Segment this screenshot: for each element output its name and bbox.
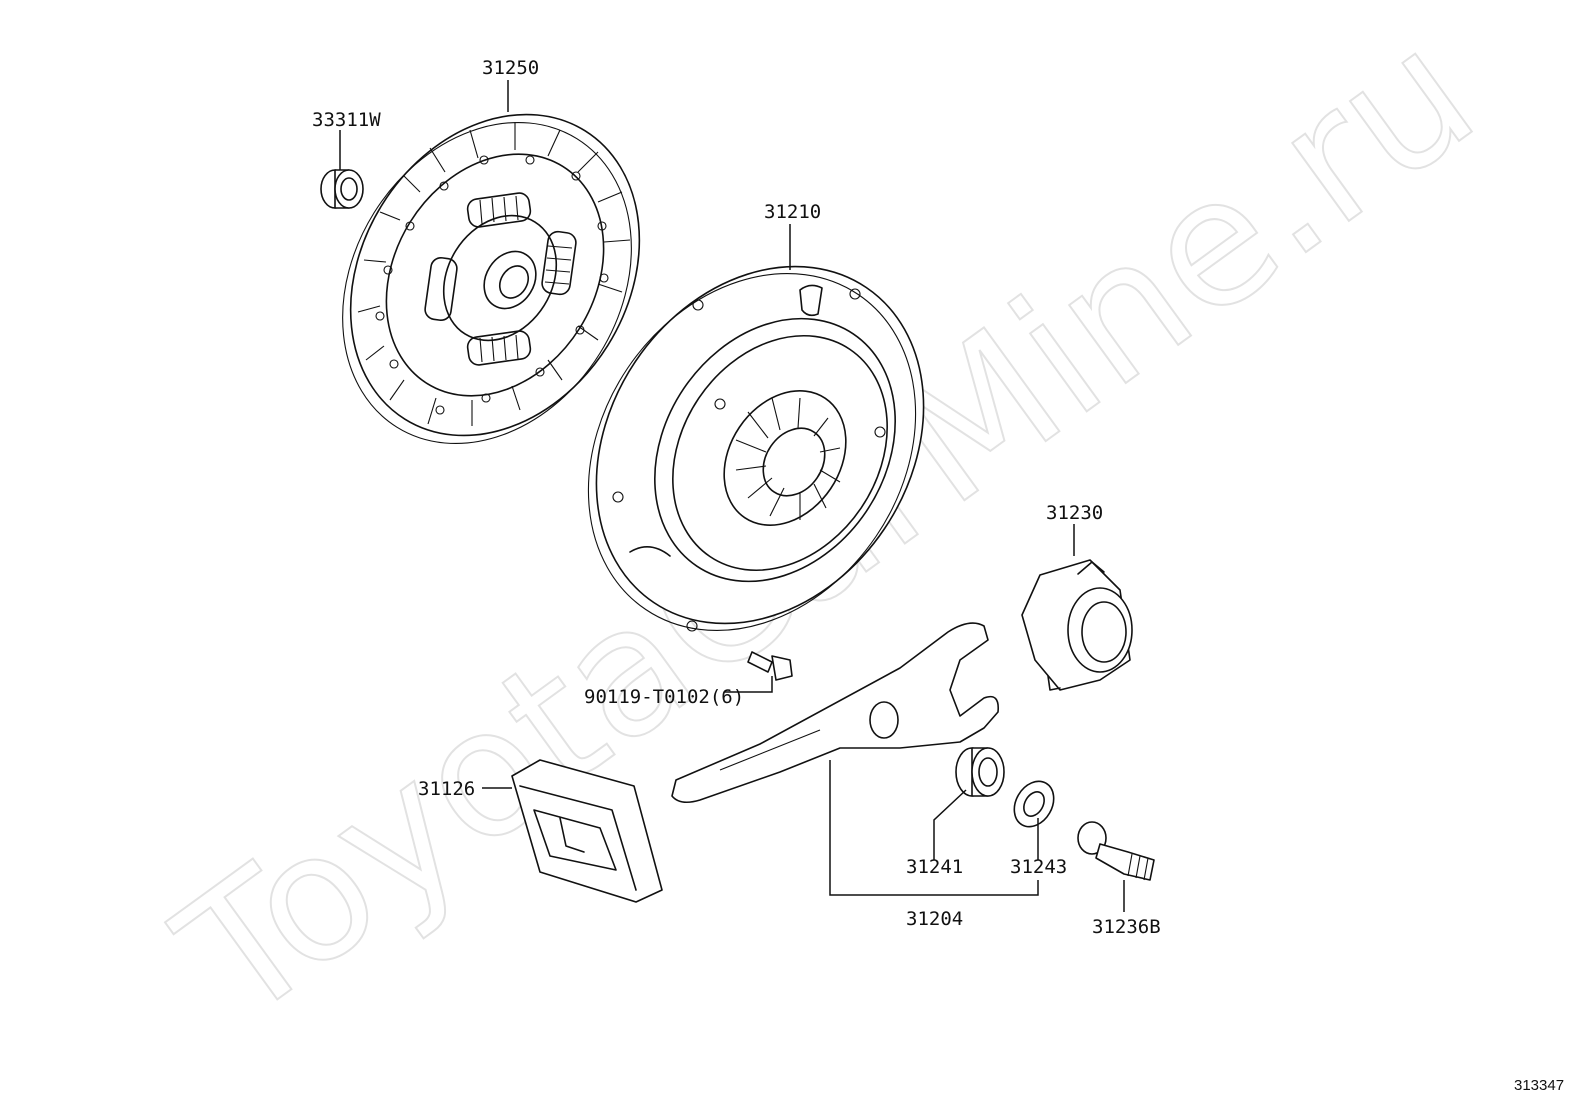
clutch-disc[interactable] [284, 60, 698, 497]
label-31210: 31210 [764, 201, 821, 223]
release-fork[interactable] [671, 622, 1000, 804]
fork-boot[interactable] [955, 747, 1005, 797]
fork-retainer[interactable] [1006, 774, 1061, 834]
label-31236b: 31236B [1092, 916, 1161, 938]
fork-support[interactable] [1077, 821, 1155, 881]
label-31126: 31126 [418, 778, 475, 800]
pilot-bearing[interactable] [320, 169, 364, 209]
label-31241: 31241 [906, 856, 963, 878]
label-31230: 31230 [1046, 502, 1103, 524]
bolt[interactable] [747, 651, 793, 681]
clutch-cover[interactable] [521, 204, 990, 694]
label-31204: 31204 [906, 908, 963, 930]
label-31250: 31250 [482, 57, 539, 79]
label-31243: 31243 [1010, 856, 1067, 878]
label-33311w: 33311W [312, 109, 381, 131]
release-bearing[interactable] [1021, 559, 1133, 691]
part-labels: 31250 33311W 31210 31230 90119-T0102(6) … [312, 57, 1564, 1094]
leader-lines [339, 80, 1125, 912]
boot[interactable] [511, 759, 663, 903]
label-bolt: 90119-T0102(6) [584, 686, 744, 708]
diagram-id: 313347 [1514, 1077, 1564, 1094]
